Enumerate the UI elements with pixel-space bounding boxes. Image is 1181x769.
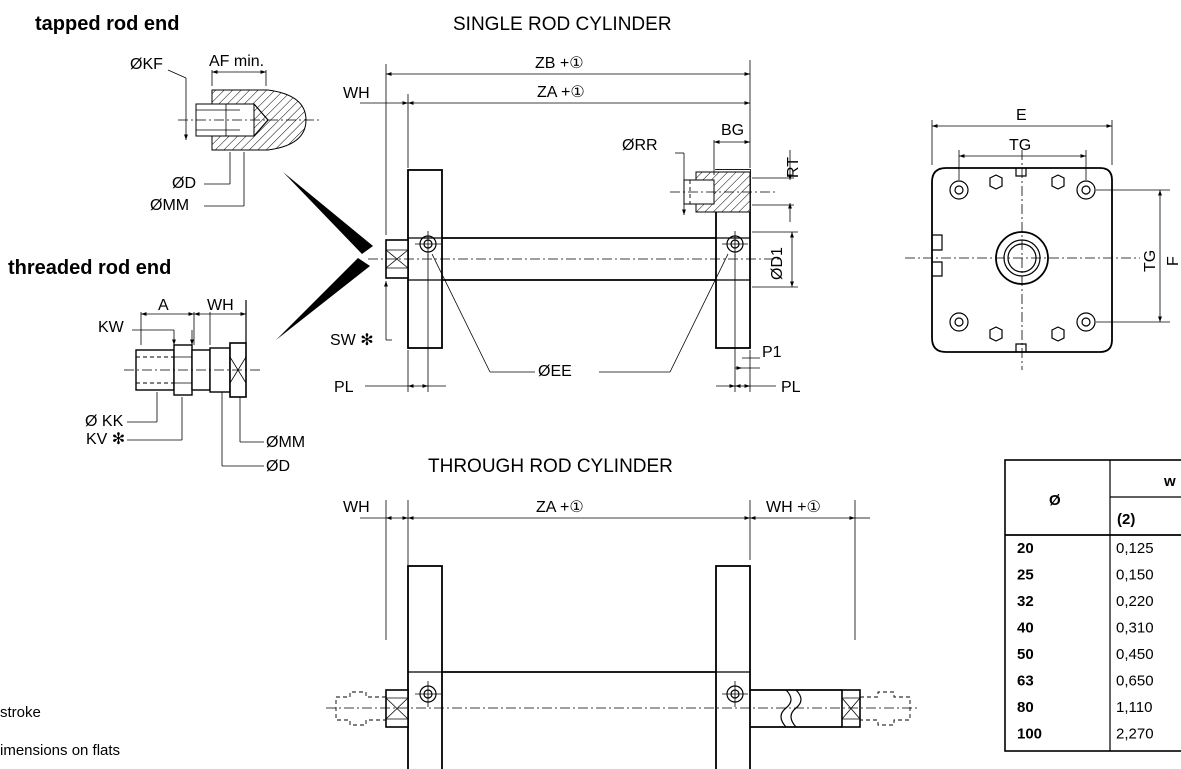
label-p1: P1 bbox=[762, 344, 782, 361]
table-cell-value: 0,650 bbox=[1116, 673, 1154, 690]
note-stroke: stroke bbox=[0, 704, 41, 721]
label-end-tg-horizontal: TG bbox=[1009, 137, 1031, 154]
label-threaded-wh: WH bbox=[207, 297, 234, 314]
label-e: E bbox=[1016, 107, 1027, 124]
label-tapped-mm: ØMM bbox=[150, 197, 189, 214]
label-f: F bbox=[1165, 256, 1181, 266]
table-cell-bore: 32 bbox=[1017, 593, 1034, 610]
table-cell-bore: 80 bbox=[1017, 699, 1034, 716]
label-through-wh-stroke: WH +① bbox=[766, 499, 821, 516]
table-cell-value: 0,220 bbox=[1116, 593, 1154, 610]
label-single-za: ZA +① bbox=[537, 84, 585, 101]
note-dimensions-on-flats: imensions on flats bbox=[0, 742, 120, 759]
label-threaded-d: ØD bbox=[266, 458, 290, 475]
table-cell-value: 0,150 bbox=[1116, 567, 1154, 584]
label-rr: ØRR bbox=[622, 137, 658, 154]
table-cell-value: 0,310 bbox=[1116, 620, 1154, 637]
table-row: 20 0,125 bbox=[1017, 540, 1154, 557]
label-kv: KV ✻ bbox=[86, 431, 125, 448]
threaded-rod-end-title: threaded rod end bbox=[8, 257, 171, 279]
table-cell-bore: 100 bbox=[1017, 726, 1042, 743]
table-cell-bore: 20 bbox=[1017, 540, 1034, 557]
label-rt: RT bbox=[785, 157, 802, 178]
table-subheader: (2) bbox=[1117, 511, 1135, 528]
label-single-pl-left: PL bbox=[334, 379, 354, 396]
table-cell-value: 1,110 bbox=[1116, 699, 1152, 716]
label-d1: ØD1 bbox=[769, 247, 786, 280]
table-header-weight: w bbox=[1163, 473, 1176, 490]
through-rod-title: THROUGH ROD CYLINDER bbox=[428, 456, 673, 477]
table-cell-value: 2,270 bbox=[1116, 726, 1154, 743]
label-through-wh: WH bbox=[343, 499, 370, 516]
tapped-rod-end-detail: ØKF AF min. ØD ØMM bbox=[130, 53, 373, 254]
through-rod-cylinder-view: WH ZA +① WH +① bbox=[326, 499, 920, 769]
label-kw: KW bbox=[98, 319, 125, 336]
label-threaded-mm: ØMM bbox=[266, 434, 305, 451]
threaded-rod-end-detail: A WH KW Ø KK KV ✻ ØMM ØD bbox=[85, 258, 370, 475]
end-view: E TG TG F bbox=[905, 107, 1181, 370]
label-kk: Ø KK bbox=[85, 413, 124, 430]
label-ee: ØEE bbox=[538, 363, 572, 380]
table-cell-bore: 50 bbox=[1017, 646, 1034, 663]
label-bg: BG bbox=[721, 122, 744, 139]
label-end-tg-vertical: TG bbox=[1142, 250, 1159, 272]
label-single-wh: WH bbox=[343, 85, 370, 102]
table-cell-bore: 40 bbox=[1017, 620, 1034, 637]
table-cell-value: 0,450 bbox=[1116, 646, 1154, 663]
label-af: AF min. bbox=[209, 53, 264, 70]
label-zb: ZB +① bbox=[535, 55, 584, 72]
table-row: 63 0,650 bbox=[1017, 673, 1154, 690]
table-row: 50 0,450 bbox=[1017, 646, 1154, 663]
table-cell-bore: 63 bbox=[1017, 673, 1034, 690]
label-through-za: ZA +① bbox=[536, 499, 584, 516]
table-rows: 20 0,125 25 0,150 32 0,220 40 0,310 50 0,450 63 0,6… bbox=[1017, 540, 1154, 743]
table-row: 100 2,270 bbox=[1017, 726, 1154, 743]
table-row: 32 0,220 bbox=[1017, 593, 1154, 610]
table-row: 25 0,150 bbox=[1017, 567, 1154, 584]
table-cell-bore: 25 bbox=[1017, 567, 1034, 584]
table-header-bore: Ø bbox=[1049, 492, 1061, 509]
weight-table: Ø w (2) 20 0,125 25 0,150 32 0,220 40 0,310 50 0,… bbox=[1004, 459, 1181, 752]
label-tapped-d: ØD bbox=[172, 175, 196, 192]
table-cell-value: 0,125 bbox=[1116, 540, 1154, 557]
label-sw: SW ✻ bbox=[330, 332, 374, 349]
table-row: 40 0,310 bbox=[1017, 620, 1154, 637]
table-row: 80 1,110 bbox=[1017, 699, 1152, 716]
tapped-rod-end-title: tapped rod end bbox=[35, 13, 179, 35]
single-rod-cylinder-view: ZB +① ZA +① WH BG ØRR RT ØD1 SW ✻ PL PL bbox=[330, 55, 802, 396]
single-rod-title: SINGLE ROD CYLINDER bbox=[453, 14, 672, 35]
label-kf: ØKF bbox=[130, 56, 163, 73]
label-a: A bbox=[158, 297, 169, 314]
label-single-pl-right: PL bbox=[781, 379, 801, 396]
